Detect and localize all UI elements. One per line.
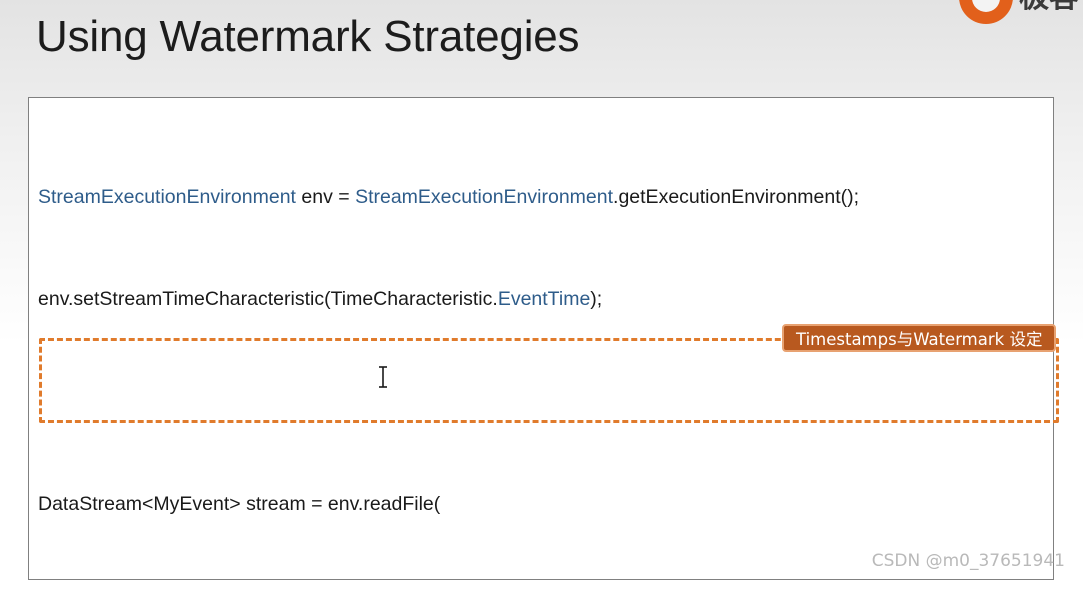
code-token-c: ); [590,288,603,311]
brand-logo: 极客 [959,0,1079,30]
code-line-4: DataStream<MyEvent> stream = env.readFil… [38,492,859,518]
page-title: Using Watermark Strategies [36,12,580,61]
code-token-type2: StreamExecutionEnvironment [355,185,614,208]
code-token-call: .getExecutionEnvironment(); [613,185,860,208]
code-token-var: env = [295,185,356,208]
code-content: StreamExecutionEnvironment env = StreamE… [38,108,859,593]
logo-smile-icon [972,0,1000,12]
code-line-2: env.setStreamTimeCharacteristic(TimeChar… [38,287,859,313]
code-token-a: env.setStreamTimeCharacteristic(TimeChar… [38,288,498,311]
code-blank-line-1 [38,390,859,416]
code-token-readfile: DataStream<MyEvent> stream = env.readFil… [38,492,441,515]
callout-badge: Timestamps与Watermark 设定 [782,324,1057,352]
code-token-eventtime: EventTime [497,288,591,311]
code-line-1: StreamExecutionEnvironment env = StreamE… [38,185,859,211]
logo-text: 极客 [1019,0,1079,16]
code-token-type: StreamExecutionEnvironment [38,185,296,208]
watermark-text: CSDN @m0_37651941 [871,551,1065,571]
